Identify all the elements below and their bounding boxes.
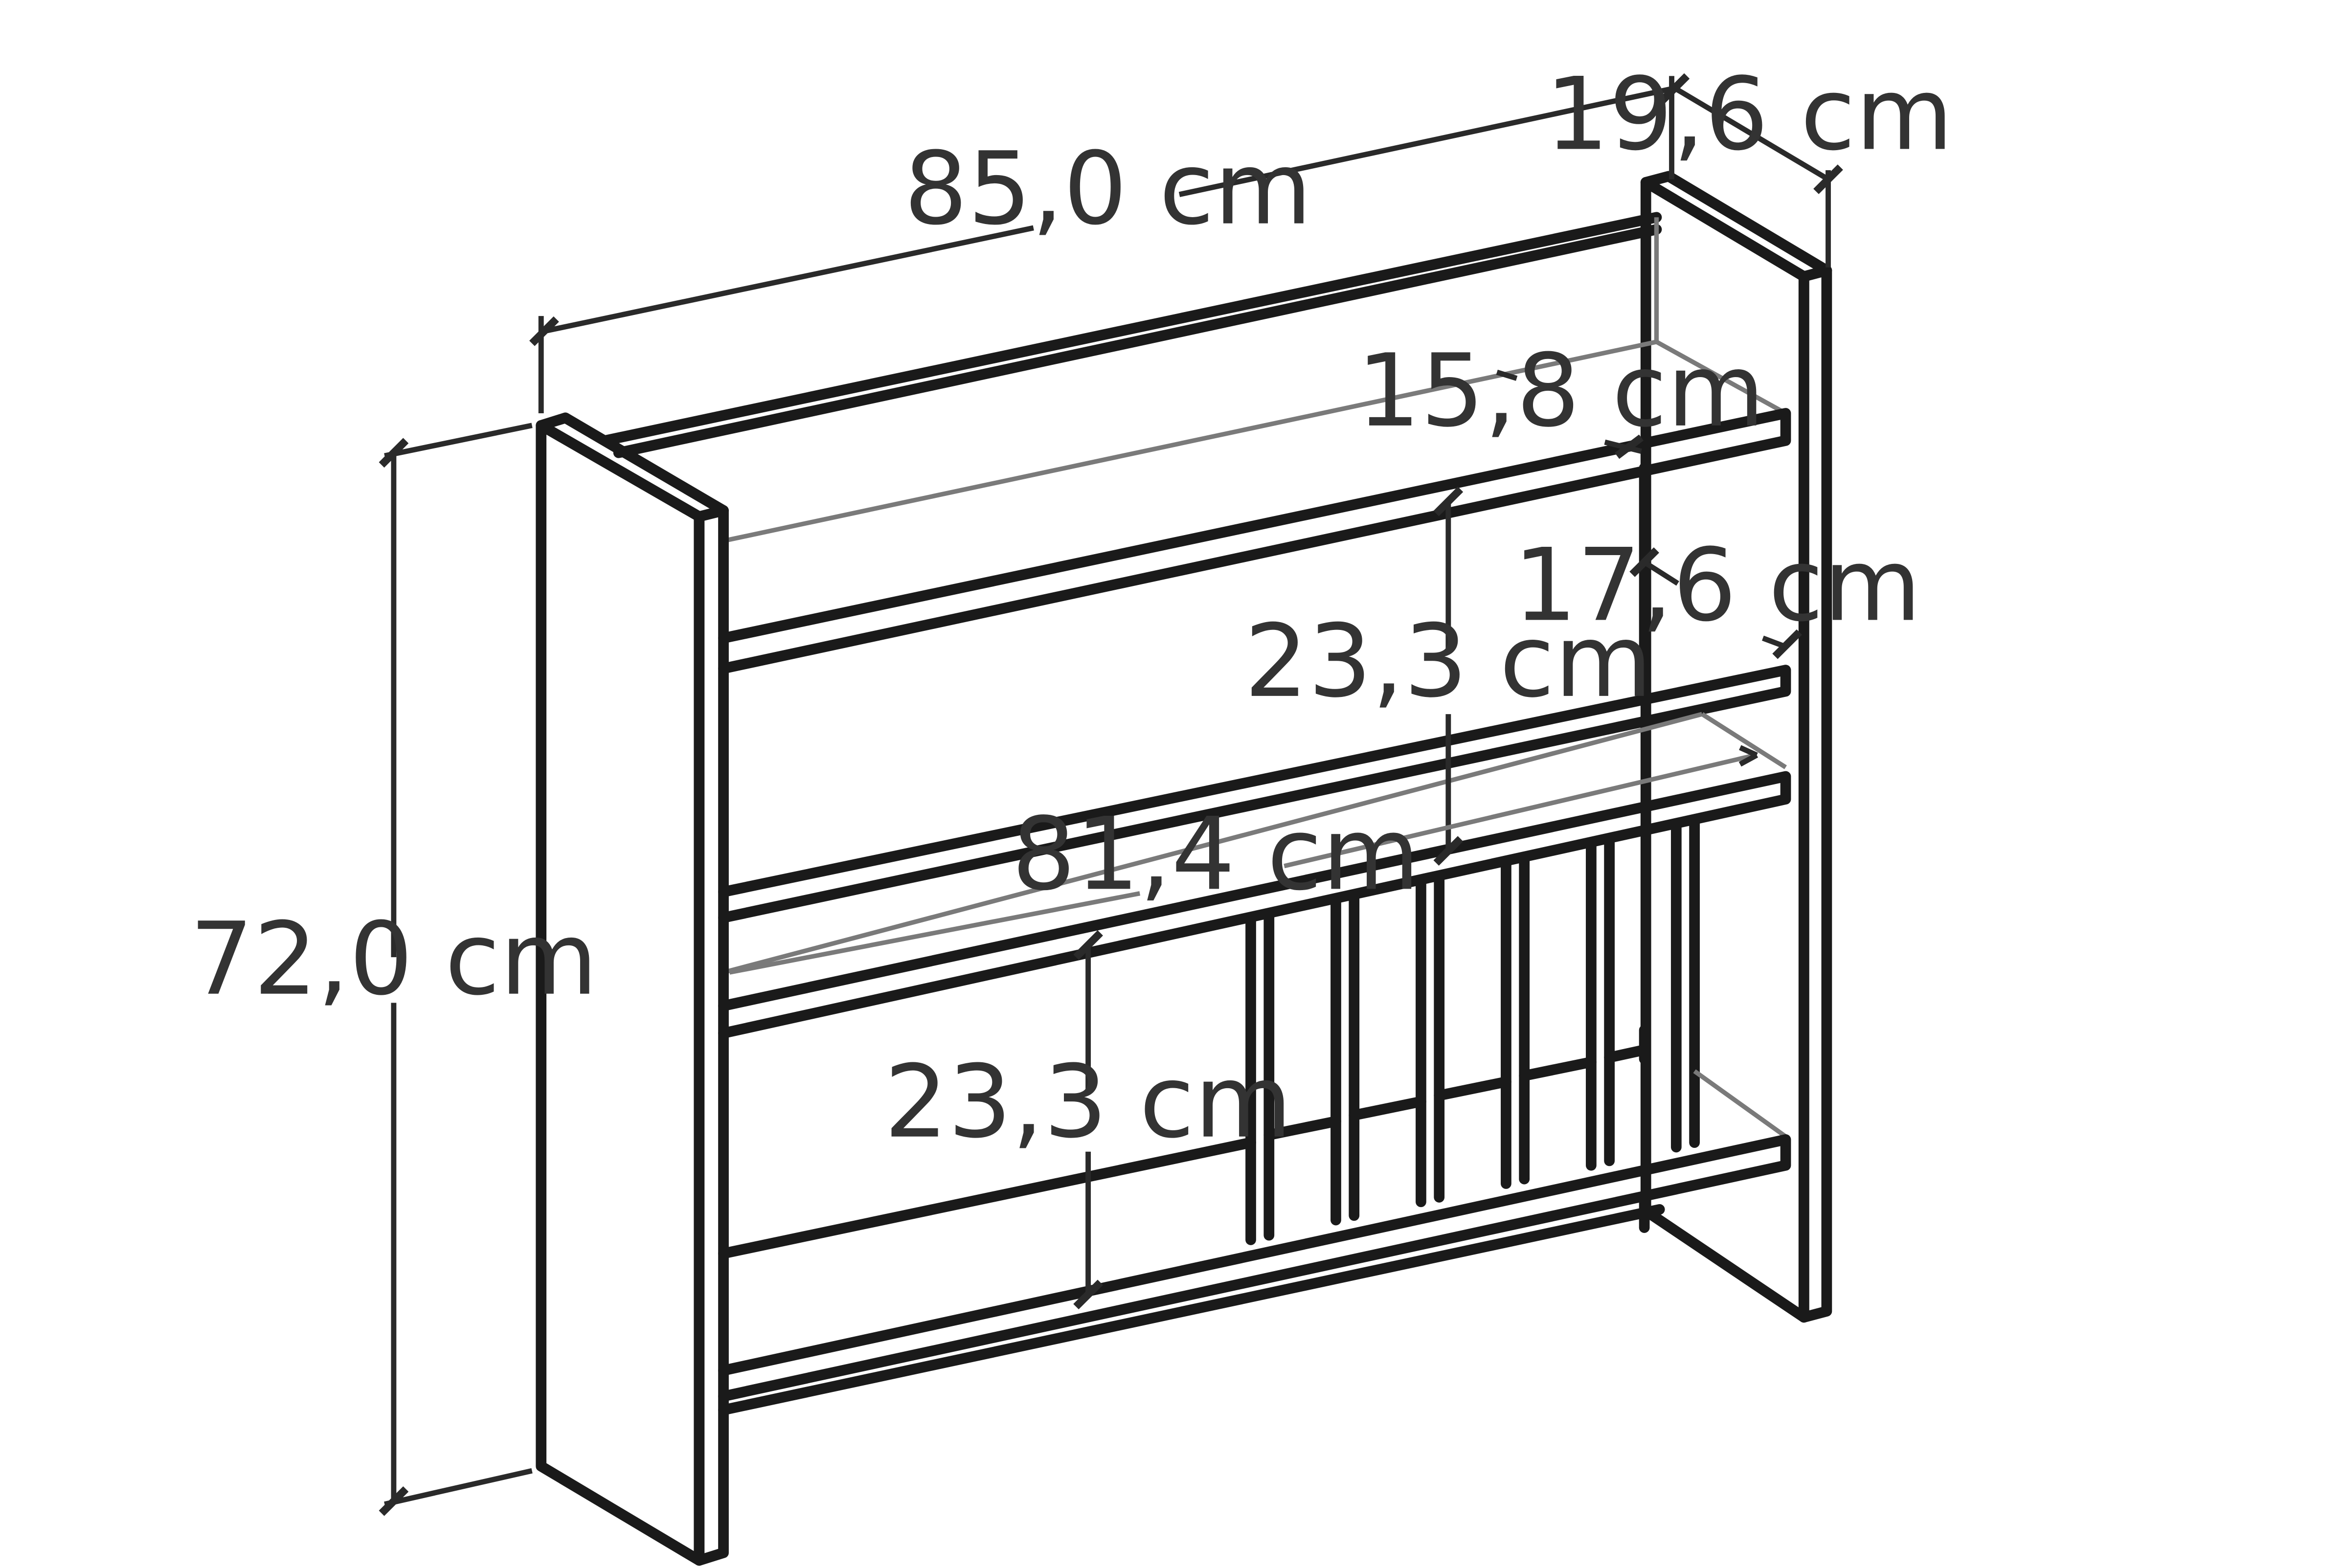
dimension-overall-height: 72,0 cm bbox=[190, 423, 598, 1516]
top-back-rail bbox=[599, 212, 1787, 543]
dimension-top-shelf-depth: 15,8 cm bbox=[1357, 333, 1765, 459]
shelf-unit bbox=[536, 171, 1832, 1566]
top-shelf bbox=[718, 408, 1791, 674]
middle-shelf bbox=[718, 771, 1791, 1039]
dimension-inner-width: 81,4 cm bbox=[729, 745, 1759, 975]
middle-back-panel bbox=[718, 462, 1791, 975]
label-top-shelf-depth: 15,8 cm bbox=[1357, 333, 1765, 449]
label-overall-height: 72,0 cm bbox=[190, 901, 598, 1018]
label-overall-width: 85,0 cm bbox=[904, 131, 1312, 247]
right-side-panel bbox=[1640, 171, 1832, 1323]
dimension-lines: 85,0 cm 19,6 cm 72,0 cm 15,8 cm bbox=[190, 56, 1953, 1516]
dimension-depth: 19,6 cm bbox=[1545, 56, 1953, 268]
label-back-panel-height: 17,6 cm bbox=[1513, 527, 1921, 644]
dish-rack-rods bbox=[1245, 818, 1700, 1245]
dimension-back-panel-height: 17,6 cm bbox=[1513, 527, 1921, 659]
dimension-overall-width: 85,0 cm bbox=[529, 73, 1690, 413]
bottom-back-rail bbox=[718, 1025, 1787, 1259]
label-upper-compartment: 23,3 cm bbox=[1244, 604, 1652, 720]
left-side-panel bbox=[536, 412, 729, 1566]
label-depth: 19,6 cm bbox=[1545, 56, 1953, 173]
label-inner-width: 81,4 cm bbox=[1012, 796, 1420, 913]
dimension-upper-compartment: 23,3 cm bbox=[1244, 486, 1652, 866]
dimension-lower-compartment: 23,3 cm bbox=[884, 930, 1292, 1310]
label-lower-compartment: 23,3 cm bbox=[884, 1044, 1292, 1161]
bottom-shelf bbox=[718, 1134, 1791, 1415]
